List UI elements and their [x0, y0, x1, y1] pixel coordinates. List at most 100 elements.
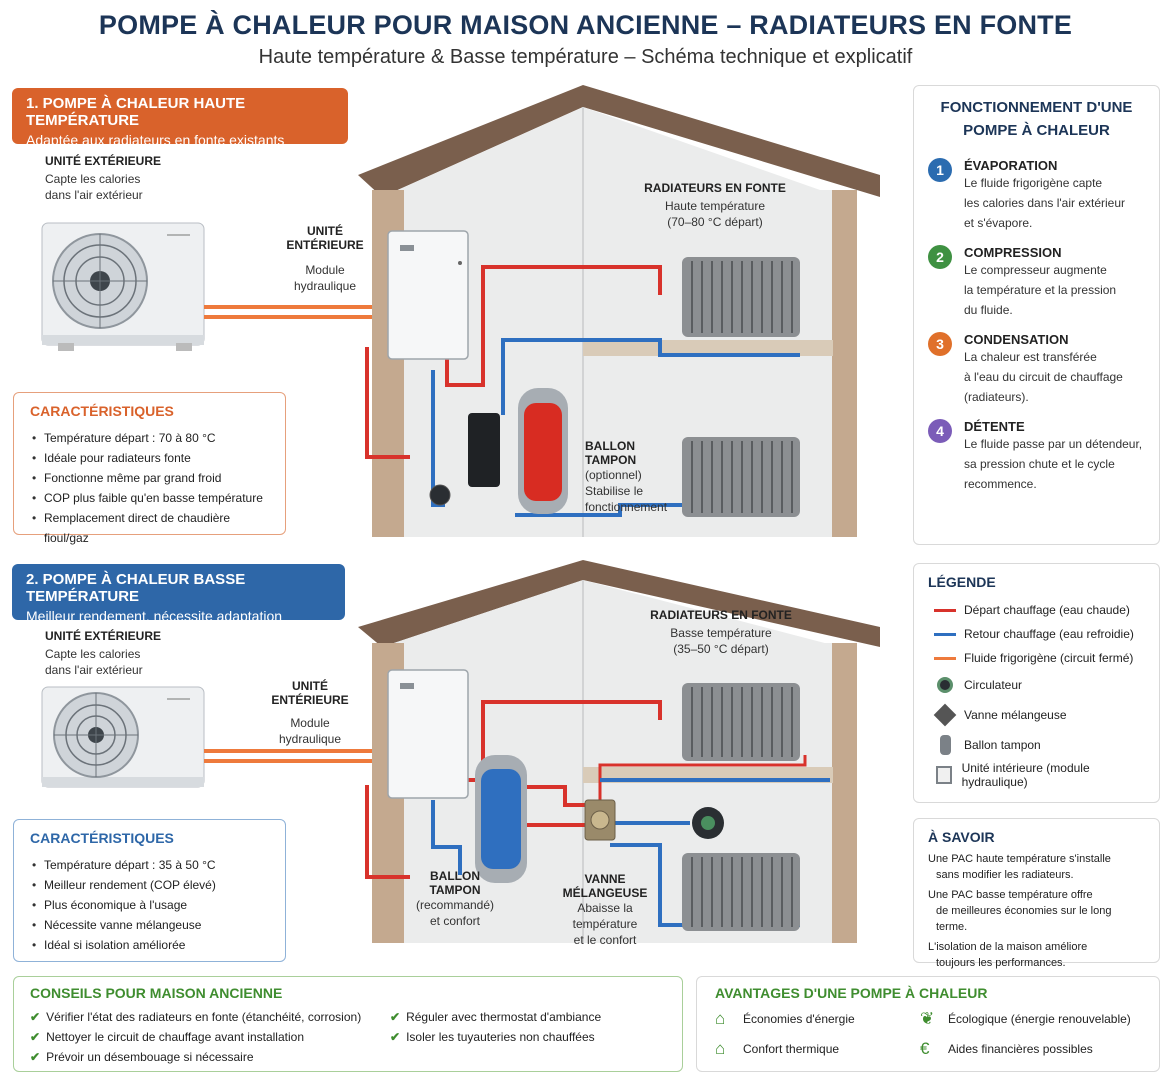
check-icon: ✔	[30, 1010, 41, 1024]
legend-item-cold: Retour chauffage (eau refroidie)	[928, 622, 1145, 646]
step-desc-line: et s'évapore.	[964, 216, 1033, 230]
mixing-valve-icon	[928, 703, 962, 727]
good-to-know-line: toujours les performances.	[936, 957, 1066, 969]
bt-feature-item: Idéal si isolation améliorée	[30, 935, 269, 955]
advice-text: Nettoyer le circuit de chauffage avant i…	[46, 1030, 304, 1044]
advice-item: ✔Réguler avec thermostat d'ambiance	[390, 1007, 660, 1027]
advantages-title: AVANTAGES D'UNE POMPE À CHALEUR	[715, 985, 988, 1001]
bt-indoor-title: UNITÉ ENTÉRIEURE	[271, 679, 349, 707]
ht-indoor-title: UNITÉ ENTÉRIEURE	[286, 224, 364, 252]
bt-radiator-upper	[682, 683, 800, 761]
legend-item-buffer-tank: Ballon tampon	[928, 730, 1145, 760]
legend-item-circulator: Circulateur	[928, 670, 1145, 700]
advice-card: CONSEILS POUR MAISON ANCIENNE ✔ Vérifier …	[13, 976, 683, 1072]
bt-banner-title: 2. POMPE À CHALEUR BASSE TEMPÉRATURE	[26, 571, 246, 605]
ht-features-list: Température départ : 70 à 80 °C Idéale p…	[30, 428, 269, 548]
bt-radiators-label: RADIATEURS EN FONTE Basse température (3…	[636, 608, 806, 657]
bt-valve-label: VANNE MÉLANGEUSE Abaisse la température …	[545, 872, 665, 948]
ht-tank-line3: fonctionnement	[585, 500, 668, 514]
advantage-item: €Aides financières possibles	[920, 1039, 1140, 1059]
good-to-know-title: À SAVOIR	[928, 829, 995, 845]
ht-circulator	[429, 413, 500, 506]
bt-tank-line2: et confort	[429, 914, 481, 928]
bt-valve-title1: VANNE	[584, 872, 626, 886]
step-number: 1	[928, 158, 952, 182]
legend-label: Vanne mélangeuse	[964, 708, 1067, 722]
red-line-icon	[928, 608, 962, 612]
good-to-know-item: Une PAC haute température s'installe san…	[928, 851, 1145, 883]
bt-outdoor-line1: Capte les calories	[45, 647, 141, 661]
advice-title: CONSEILS POUR MAISON ANCIENNE	[30, 985, 283, 1001]
ht-feature-item: Température départ : 70 à 80 °C	[30, 428, 269, 448]
bt-circulator	[692, 807, 724, 839]
advice-text: Isoler les tuyauteries non chauffées	[406, 1030, 595, 1044]
ht-features-card: CARACTÉRISTIQUES Température départ : 70…	[13, 392, 286, 545]
check-icon: ✔	[30, 1050, 41, 1064]
ht-outdoor-unit	[41, 222, 205, 351]
bt-feature-item: Température départ : 35 à 50 °C	[30, 855, 269, 875]
ht-indoor-label: UNITÉ ENTÉRIEURE Module hydraulique	[270, 224, 380, 294]
step-number: 4	[928, 419, 952, 443]
ht-features-title: CARACTÉRISTIQUES	[30, 403, 174, 419]
legend-item-indoor-unit: Unité intérieure (module hydraulique)	[928, 760, 1145, 790]
house-icon: ⌂	[715, 1009, 726, 1028]
buffer-tank-icon	[928, 735, 962, 755]
good-to-know-card: À SAVOIR Une PAC haute température s'ins…	[913, 818, 1160, 969]
advantage-label: Économies d'énergie	[743, 1012, 855, 1026]
ht-feature-item: Idéale pour radiateurs fonte	[30, 448, 269, 468]
page-subtitle: Haute température & Basse température – …	[258, 46, 913, 68]
blue-line-icon	[928, 632, 962, 636]
ht-banner-title: 1. POMPE À CHALEUR HAUTE TEMPÉRATURE	[26, 95, 246, 129]
ht-tank-line2: Stabilise le	[585, 484, 644, 498]
good-to-know-line: de meilleures économies sur le long term…	[936, 905, 1112, 933]
bt-radiators-title: RADIATEURS EN FONTE	[650, 608, 792, 622]
page-title: POMPE À CHALEUR POUR MAISON ANCIENNE – R…	[98, 10, 1073, 40]
bt-buffer-tank	[475, 755, 527, 883]
bt-feature-item: Plus économique à l'usage	[30, 895, 269, 915]
bt-indoor-unit	[387, 669, 469, 799]
step-compression: 2 COMPRESSION Le compresseur augmente la…	[928, 245, 1145, 320]
how-it-works-title: FONCTIONNEMENT D'UNE POMPE À CHALEUR	[928, 96, 1145, 142]
bt-radiators-line2: (35–50 °C départ)	[673, 642, 769, 656]
ht-outdoor-line1: Capte les calories	[45, 172, 141, 186]
how-it-works-card: FONCTIONNEMENT D'UNE POMPE À CHALEUR 1 É…	[913, 85, 1160, 545]
ht-outdoor-title: UNITÉ EXTÉRIEURE	[45, 154, 162, 168]
bt-outdoor-label: UNITÉ EXTÉRIEURE Capte les calories dans…	[45, 629, 215, 678]
bt-valve-line2: et le confort	[573, 933, 637, 947]
legend-title: LÉGENDE	[928, 574, 996, 590]
bt-outdoor-unit	[41, 686, 205, 788]
indoor-unit-icon	[928, 766, 960, 784]
step-desc-line: recommence.	[964, 477, 1037, 491]
ht-radiators-title: RADIATEURS EN FONTE	[644, 181, 786, 195]
advice-col1: ✔ Vérifier l'état des radiateurs en fonte…	[30, 1007, 390, 1067]
bt-tank-label: BALLON TAMPON (recommandé) et confort	[410, 869, 500, 929]
advice-text: Vérifier l'état des radiateurs en fonte …	[46, 1010, 362, 1024]
bt-tank-title1: BALLON	[430, 869, 480, 883]
good-to-know-item: L'isolation de la maison améliore toujou…	[928, 939, 1145, 971]
bt-indoor-line1: Module	[290, 716, 330, 730]
step-detente: 4 DÉTENTE Le fluide passe par un détende…	[928, 419, 1145, 494]
legend-label: Départ chauffage (eau chaude)	[964, 603, 1130, 617]
step-number: 2	[928, 245, 952, 269]
ht-indoor-line1: Module	[305, 263, 345, 277]
bt-tank-line1: (recommandé)	[415, 898, 495, 912]
step-title: CONDENSATION	[964, 332, 1069, 347]
home-icon: ⌂	[715, 1039, 726, 1058]
advice-item: ✔Nettoyer le circuit de chauffage avant …	[30, 1027, 390, 1047]
advice-text: Réguler avec thermostat d'ambiance	[406, 1010, 602, 1024]
legend-label: Retour chauffage (eau refroidie)	[964, 627, 1134, 641]
step-title: COMPRESSION	[964, 245, 1062, 260]
advantage-label: Aides financières possibles	[948, 1042, 1093, 1056]
bt-valve-line1: Abaisse la température	[572, 901, 638, 931]
how-it-works-title-line1: FONCTIONNEMENT D'UNE	[940, 99, 1133, 116]
ht-house-diagram	[41, 85, 880, 537]
bt-tank-title2: TAMPON	[429, 883, 481, 897]
ht-tank-title2: TAMPON	[585, 453, 637, 467]
ht-tank-label: BALLON TAMPON (optionnel) Stabilise le f…	[585, 439, 680, 515]
ht-tank-line1: (optionnel)	[585, 468, 642, 482]
good-to-know-line: Une PAC basse température offre	[928, 889, 1093, 901]
ht-tank-title1: BALLON	[585, 439, 635, 453]
step-desc-line: les calories dans l'air extérieur	[964, 196, 1126, 210]
step-desc-line: (radiateurs).	[964, 390, 1029, 404]
legend-label: Circulateur	[964, 678, 1023, 692]
